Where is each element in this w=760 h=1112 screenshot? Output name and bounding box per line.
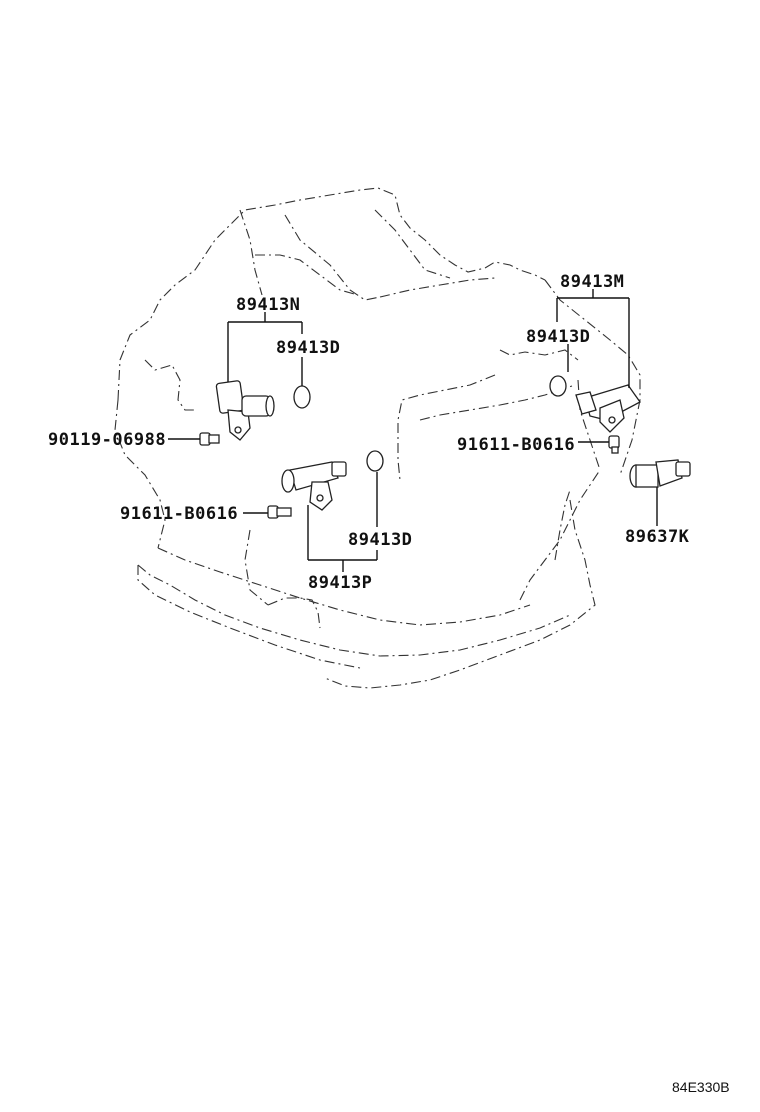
o-ring-89413D-center[interactable]: [366, 450, 384, 472]
label-89413P: 89413P: [308, 573, 372, 593]
sensor-89637K[interactable]: [629, 459, 691, 488]
label-89637K: 89637K: [625, 527, 690, 547]
figure-code: 84E330B: [672, 1079, 730, 1095]
label-91611-B0616-left: 91611-B0616: [120, 504, 238, 524]
bolt-90119-06988[interactable]: [199, 432, 220, 446]
bolt-91611-B0616-right[interactable]: [608, 435, 620, 454]
sensor-89413N[interactable]: [215, 380, 275, 441]
label-89413D-right: 89413D: [526, 327, 590, 347]
o-ring-89413D-right[interactable]: [549, 375, 567, 397]
label-89413N: 89413N: [236, 295, 300, 315]
o-ring-89413D-left[interactable]: [293, 385, 311, 409]
label-89413D-left: 89413D: [276, 338, 340, 358]
label-89413D-center: 89413D: [348, 530, 412, 550]
sensor-89413P[interactable]: [281, 461, 347, 511]
label-90119-06988: 90119-06988: [48, 430, 166, 450]
part-labels: 89413M 89413D 89413N 89413D 90119-06988 …: [48, 272, 690, 593]
leader-lines: [168, 289, 658, 572]
label-89413M: 89413M: [560, 272, 624, 292]
sensor-89413M[interactable]: [575, 384, 641, 433]
label-91611-B0616-right: 91611-B0616: [457, 435, 575, 455]
bolt-91611-B0616-left[interactable]: [267, 505, 292, 519]
